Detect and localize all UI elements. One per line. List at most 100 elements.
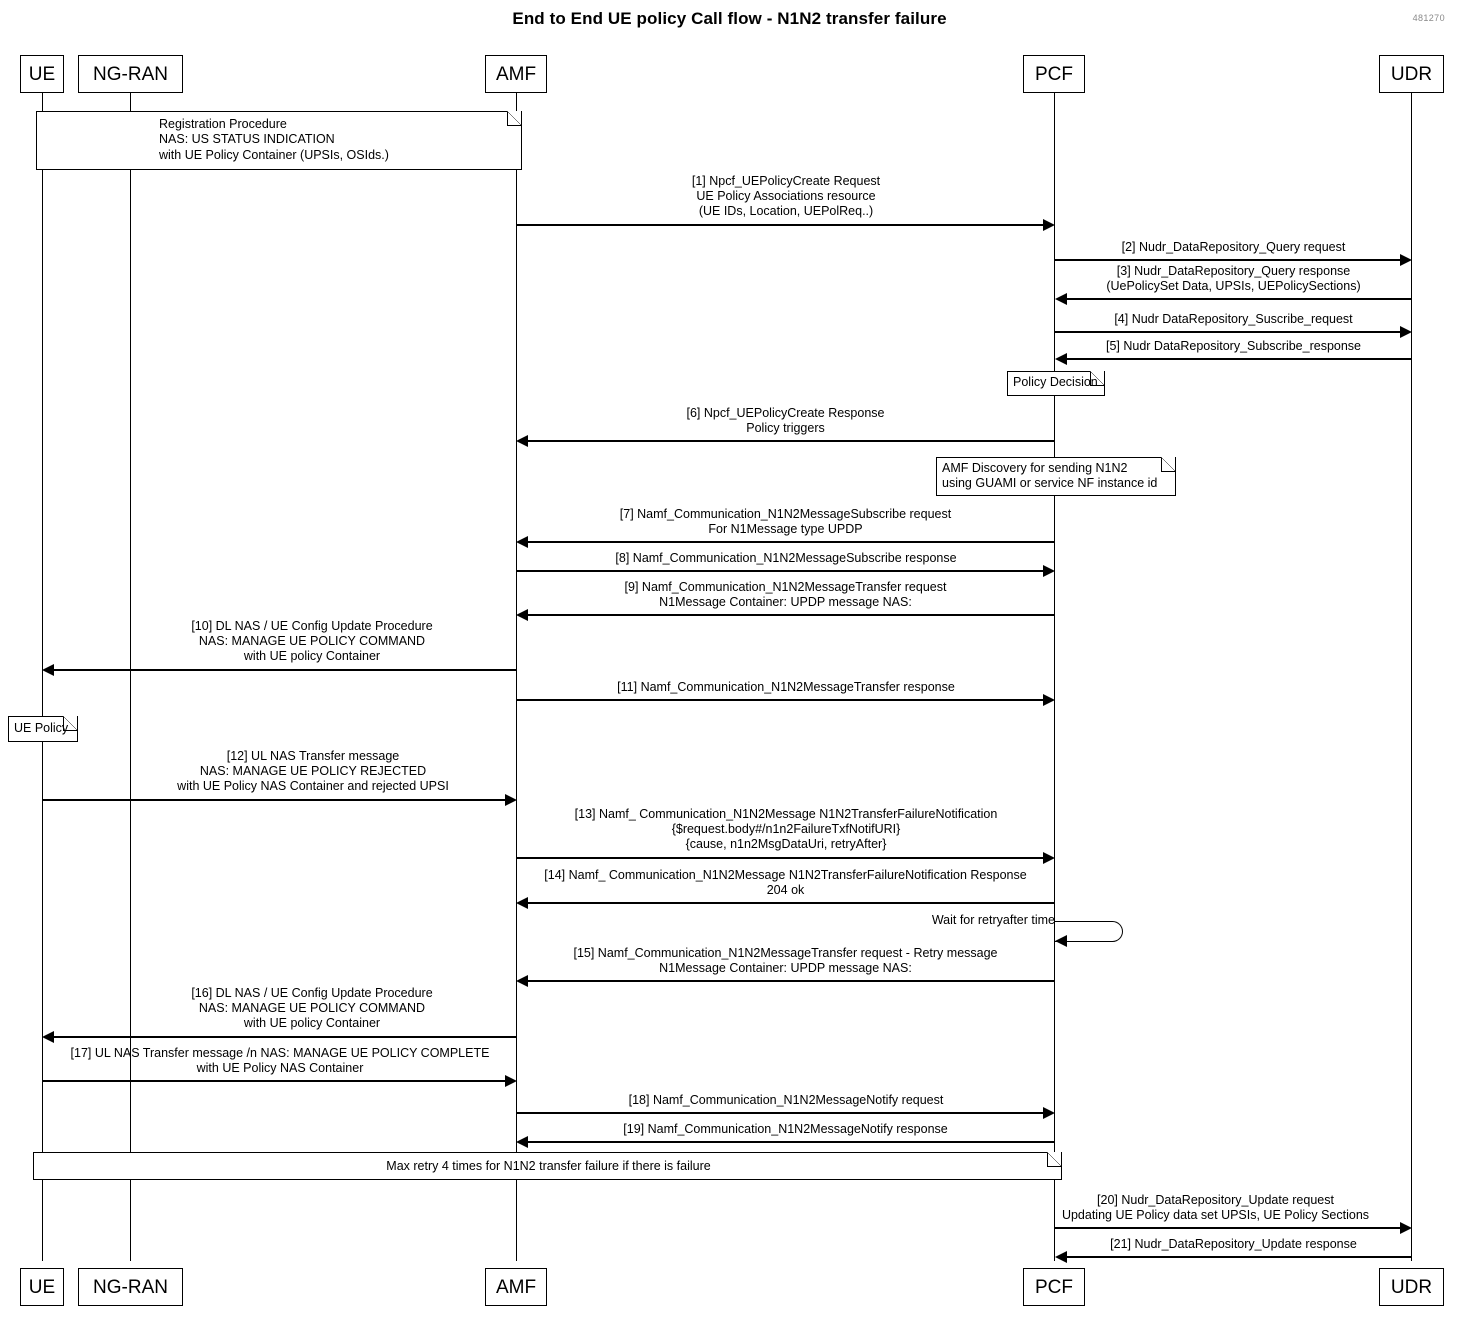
participant-label: NG-RAN [93, 1276, 168, 1298]
note-fold-corner [1047, 1152, 1061, 1167]
watermark-id: 481270 [1412, 13, 1445, 23]
message-label: [5] Nudr DataRepository_Subscribe_respon… [1106, 339, 1361, 353]
note-fold-corner [1090, 371, 1104, 386]
message-label: [6] Npcf_UEPolicyCreate Response Policy … [686, 406, 885, 435]
message-label: [14] Namf_ Communication_N1N2Message N1N… [544, 868, 1027, 897]
participant-pcf-top[interactable]: PCF [1023, 55, 1085, 93]
participant-pcf-bottom[interactable]: PCF [1023, 1268, 1085, 1306]
note-ue-policy: UE Policy [8, 716, 78, 742]
lifeline-udr [1411, 93, 1413, 1261]
note-policy-decision-text: Policy Decision [1013, 375, 1098, 389]
participant-ngran-bottom[interactable]: NG-RAN [78, 1268, 183, 1306]
message-line [517, 699, 1043, 701]
participant-ue-top[interactable]: UE [20, 55, 64, 93]
message-line [43, 799, 505, 801]
note-fold-corner [1161, 457, 1175, 472]
arrowhead-left-icon [1055, 1250, 1067, 1263]
arrowhead-left-icon [42, 1030, 54, 1043]
arrowhead-right-icon [505, 1074, 517, 1087]
participant-label: UDR [1390, 1276, 1433, 1298]
message-line [528, 541, 1055, 543]
arrowhead-right-icon [1043, 851, 1055, 864]
self-message-loop-path [1055, 921, 1123, 942]
message-label: [19] Namf_Communication_N1N2MessageNotif… [623, 1122, 948, 1136]
lifeline-amf [516, 93, 518, 1261]
participant-label: UE [28, 63, 56, 85]
message-label: [21] Nudr_DataRepository_Update response [1110, 1237, 1357, 1251]
arrowhead-right-icon [1043, 564, 1055, 577]
note-max-retry: Max retry 4 times for N1N2 transfer fail… [33, 1152, 1062, 1180]
message-label: [8] Namf_Communication_N1N2MessageSubscr… [615, 551, 957, 565]
message-label: [4] Nudr DataRepository_Suscribe_request [1114, 312, 1353, 326]
arrowhead-left-icon [42, 663, 54, 676]
arrowhead-right-icon [1043, 693, 1055, 706]
message-label: [7] Namf_Communication_N1N2MessageSubscr… [619, 507, 952, 536]
arrowhead-right-icon [1400, 325, 1412, 338]
participant-label: UDR [1390, 63, 1433, 85]
note-ue-policy-text: UE Policy [14, 721, 69, 735]
arrowhead-left-icon [1055, 935, 1067, 947]
message-line [1067, 358, 1412, 360]
message-label: [3] Nudr_DataRepository_Query response (… [1106, 264, 1361, 293]
participant-label: AMF [495, 1276, 537, 1298]
arrowhead-right-icon [1043, 1106, 1055, 1119]
note-fold-corner [507, 111, 521, 126]
message-label: [15] Namf_Communication_N1N2MessageTrans… [573, 946, 998, 975]
arrowhead-right-icon [1400, 253, 1412, 266]
note-amf-discovery: AMF Discovery for sending N1N2 using GUA… [936, 457, 1176, 496]
note-fold-corner [63, 716, 77, 731]
message-line [517, 570, 1043, 572]
message-line [528, 980, 1055, 982]
note-max-retry-text: Max retry 4 times for N1N2 transfer fail… [386, 1159, 711, 1173]
participant-udr-bottom[interactable]: UDR [1379, 1268, 1444, 1306]
lifeline-ngran [130, 93, 132, 1261]
arrowhead-right-icon [505, 793, 517, 806]
message-line [528, 902, 1055, 904]
message-label: [10] DL NAS / UE Config Update Procedure… [191, 619, 433, 663]
participant-ngran-top[interactable]: NG-RAN [78, 55, 183, 93]
message-line [517, 857, 1043, 859]
arrowhead-right-icon [1043, 218, 1055, 231]
message-line [517, 224, 1043, 226]
message-label: [17] UL NAS Transfer message /n NAS: MAN… [70, 1046, 490, 1075]
participant-amf-bottom[interactable]: AMF [485, 1268, 547, 1306]
message-label: [1] Npcf_UEPolicyCreate Request UE Polic… [691, 174, 881, 218]
page-title: End to End UE policy Call flow - N1N2 tr… [512, 9, 947, 28]
arrowhead-left-icon [1055, 292, 1067, 305]
arrowhead-left-icon [516, 608, 528, 621]
message-line [54, 669, 517, 671]
participant-label: PCF [1035, 63, 1073, 85]
message-label: [13] Namf_ Communication_N1N2Message N1N… [574, 807, 998, 851]
message-label: [16] DL NAS / UE Config Update Procedure… [191, 986, 433, 1030]
message-label: [9] Namf_Communication_N1N2MessageTransf… [624, 580, 947, 609]
arrowhead-left-icon [516, 1135, 528, 1148]
participant-ue-bottom[interactable]: UE [20, 1268, 64, 1306]
arrowhead-left-icon [1055, 352, 1067, 365]
message-line [528, 440, 1055, 442]
participant-label: UE [28, 1276, 56, 1298]
arrowhead-left-icon [516, 535, 528, 548]
message-line [1067, 1256, 1412, 1258]
lifeline-pcf [1054, 93, 1056, 1261]
message-line [1055, 1227, 1400, 1229]
arrowhead-left-icon [516, 434, 528, 447]
message-line [1055, 331, 1400, 333]
message-line [1067, 298, 1412, 300]
message-line [43, 1080, 505, 1082]
participant-label: AMF [495, 63, 537, 85]
message-label: [2] Nudr_DataRepository_Query request [1121, 240, 1346, 254]
message-label: [18] Namf_Communication_N1N2MessageNotif… [628, 1093, 944, 1107]
message-line [528, 614, 1055, 616]
participant-udr-top[interactable]: UDR [1379, 55, 1444, 93]
message-line [528, 1141, 1055, 1143]
arrowhead-left-icon [516, 974, 528, 987]
message-label: [20] Nudr_DataRepository_Update request … [1061, 1193, 1370, 1222]
participant-amf-top[interactable]: AMF [485, 55, 547, 93]
participant-label: NG-RAN [93, 63, 168, 85]
note-registration-procedure: Registration Procedure NAS: US STATUS IN… [36, 111, 522, 170]
message-line [54, 1036, 517, 1038]
message-label: [12] UL NAS Transfer message NAS: MANAGE… [177, 749, 449, 793]
arrowhead-right-icon [1400, 1221, 1412, 1234]
note-registration-text: Registration Procedure NAS: US STATUS IN… [159, 117, 389, 162]
